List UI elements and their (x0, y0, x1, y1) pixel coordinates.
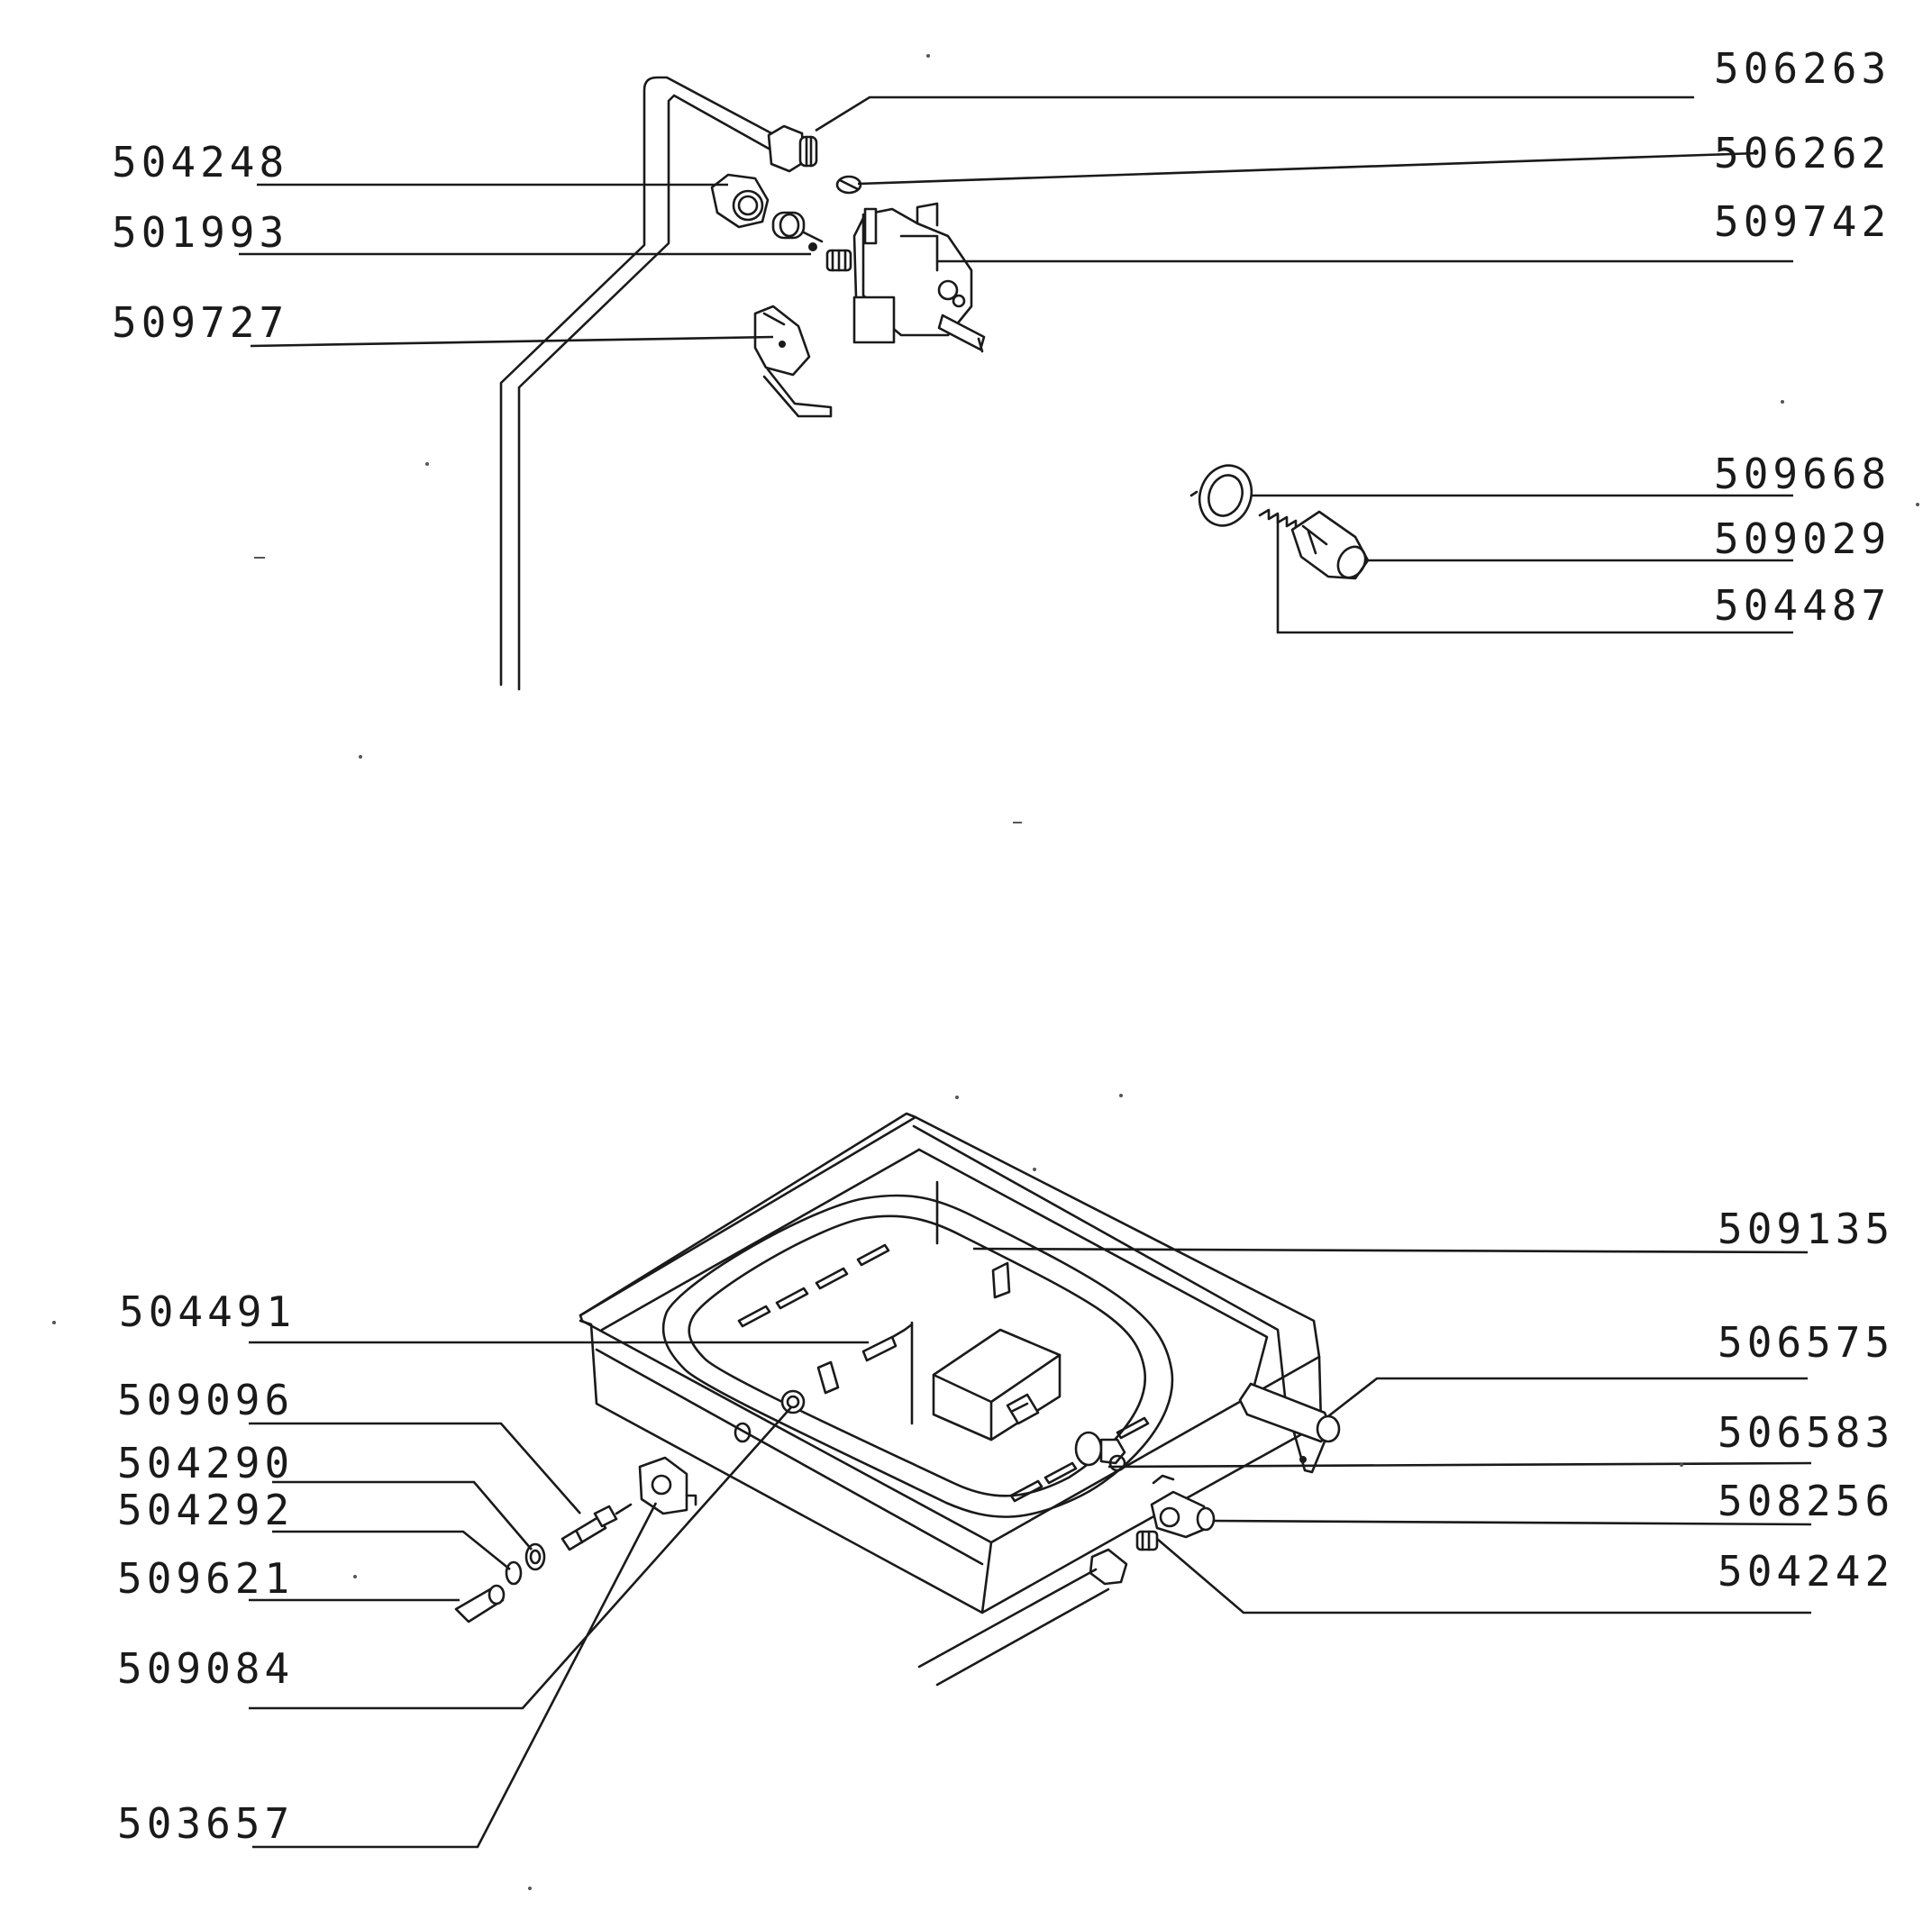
igniter-bush-part-509084 (734, 1389, 806, 1443)
bezel-part-509668 (1189, 464, 1253, 527)
callout-504487: 504487 (1714, 581, 1891, 630)
spring-part-504487 (1258, 508, 1307, 532)
adaptor-part-501993 (771, 211, 824, 251)
callout-509135: 509135 (1718, 1205, 1894, 1253)
pipe-nut-part-506263 (767, 124, 818, 173)
injector-part-506262 (835, 175, 862, 195)
callout-504292: 504292 (117, 1486, 294, 1534)
callout-509029: 509029 (1714, 514, 1891, 563)
callout-504248: 504248 (112, 138, 288, 186)
callout-509742: 509742 (1714, 197, 1891, 246)
burner-slots (737, 1243, 1150, 1503)
scan-specks (52, 54, 1919, 1890)
callout-509668: 509668 (1714, 450, 1891, 498)
bracket-part-503657 (638, 1456, 697, 1515)
callout-504491: 504491 (119, 1287, 296, 1336)
callout-506262: 506262 (1714, 129, 1891, 177)
microswitch-part-509727 (753, 305, 833, 418)
callout-503657: 503657 (117, 1799, 294, 1848)
gas-tap-part-509742 (825, 202, 986, 353)
thermocouple-part-504491 (816, 1321, 914, 1425)
elbow-part-508256 (1150, 1490, 1216, 1539)
leader-lines (239, 96, 1812, 1849)
callout-506575: 506575 (1718, 1318, 1894, 1367)
burner-tray (579, 1112, 1323, 1614)
washer-part-504292 (505, 1560, 523, 1586)
injector-holder-part-506575 (1238, 1382, 1341, 1474)
callout-506583: 506583 (1718, 1408, 1894, 1457)
callout-508256: 508256 (1718, 1477, 1894, 1525)
nut-part-504248 (710, 173, 770, 229)
callout-506263: 506263 (1714, 44, 1891, 93)
spark-electrode-part-509096 (560, 1503, 633, 1551)
callout-504242: 504242 (1718, 1547, 1894, 1596)
sleeve-part-509621 (454, 1584, 506, 1624)
callout-509621: 509621 (117, 1554, 294, 1603)
callout-509096: 509096 (117, 1376, 294, 1424)
callout-501993: 501993 (112, 208, 288, 257)
front-fittings (1074, 1431, 1175, 1485)
supply-pipe (917, 1568, 1110, 1687)
union-part-504242 (1089, 1530, 1159, 1586)
callout-509084: 509084 (117, 1644, 294, 1693)
washer-part-504290 (524, 1542, 546, 1571)
flame-failure-box (932, 1328, 1062, 1442)
callout-labels: 506263 506262 509742 504248 501993 50972… (112, 44, 1894, 1848)
gas-pipe (499, 76, 777, 691)
burner-ring-part-509135 (661, 1194, 1174, 1518)
callout-504290: 504290 (117, 1439, 294, 1487)
knob-part-509029 (1290, 510, 1370, 580)
callout-509727: 509727 (112, 298, 288, 347)
